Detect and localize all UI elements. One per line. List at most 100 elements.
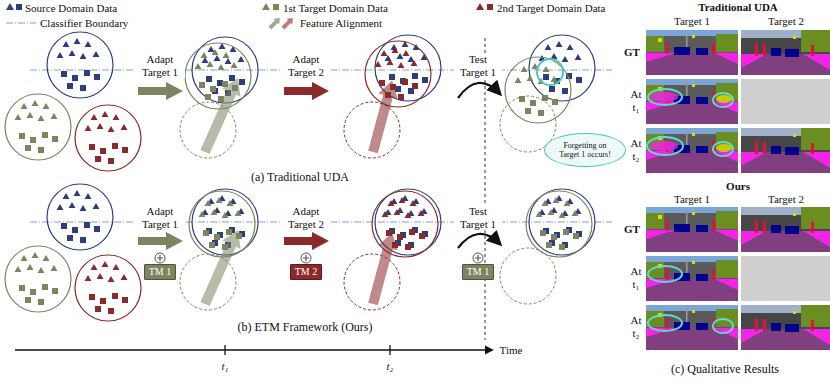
memory-label: TM 1	[467, 266, 490, 278]
target1-cluster	[526, 191, 592, 257]
memory-box: TM 1	[462, 264, 495, 280]
panel-a-artwork	[5, 32, 612, 171]
memory-label: TM 2	[295, 266, 318, 278]
adapt-arrow	[284, 82, 329, 100]
step-label: Adapt Target 1	[135, 53, 185, 78]
column-group-title: Ours	[726, 180, 750, 193]
column-group-title: Traditional UDA	[698, 1, 778, 14]
target1-cluster	[5, 94, 71, 160]
target2-cluster	[372, 191, 438, 257]
source-triangle	[6, 3, 14, 10]
target1-cluster	[505, 57, 571, 123]
segmentation-image	[646, 30, 738, 75]
panel-caption: (c) Qualitative Results	[671, 363, 779, 377]
target2-cluster	[75, 105, 141, 171]
highlight-ellipse	[713, 93, 733, 107]
segmentation-image	[646, 79, 738, 124]
feature-alignment-arrow	[196, 226, 247, 308]
plus-symbol	[473, 253, 483, 263]
step-label: Adapt Target 2	[281, 53, 331, 78]
source-cluster	[47, 184, 113, 250]
panel-caption: (b) ETM Framework (Ours)	[238, 321, 373, 335]
highlight-ellipse	[713, 319, 733, 333]
target1-cluster	[5, 246, 71, 312]
alignment-sample	[267, 15, 283, 31]
segmentation-image	[741, 305, 830, 350]
row-label: At t₁	[628, 265, 644, 290]
segmentation-image	[741, 207, 830, 252]
empty-image	[741, 256, 830, 301]
alignment-sample	[280, 15, 296, 31]
target2-cluster	[75, 255, 141, 321]
time-tick	[224, 345, 225, 355]
previous-position	[500, 248, 556, 304]
target2-cluster	[365, 41, 431, 107]
row-label: At t₂	[628, 314, 644, 339]
segmentation-image	[646, 256, 738, 301]
callout-ellipse: Forgetting on Target 1 occurs!	[544, 133, 625, 167]
source-cluster	[529, 35, 595, 101]
empty-image	[741, 79, 830, 124]
source-cluster	[47, 32, 113, 98]
legend-text: Source Domain Data	[25, 2, 117, 15]
highlight-ellipse	[713, 142, 733, 156]
row-label: At t₂	[628, 137, 644, 162]
step-label: Test Target 1	[454, 205, 502, 230]
step-label: Adapt Target 2	[281, 205, 331, 230]
qualitative-results	[646, 30, 830, 350]
plus-symbol	[155, 253, 165, 263]
panel-caption: (a) Traditional UDA	[251, 171, 349, 185]
segmentation-image	[646, 128, 738, 173]
highlight-ellipse	[647, 137, 683, 155]
column-header: Target 1	[674, 15, 710, 28]
axis-label: Time	[500, 344, 523, 357]
time-tick-label: t₂	[387, 360, 394, 373]
highlight-ellipse	[648, 89, 682, 105]
target1-square	[273, 4, 279, 10]
row-label: At t₁	[628, 88, 644, 113]
column-header: Target 2	[768, 15, 804, 28]
time-tick	[389, 345, 390, 355]
target1-cluster	[189, 191, 255, 257]
panel-b-artwork	[5, 184, 612, 321]
legend-text: Feature Alignment	[300, 17, 382, 30]
legend-text: 2nd Target Domain Data	[497, 2, 606, 15]
feature-alignment-arrow	[196, 74, 247, 156]
source-square	[16, 4, 22, 10]
callout-text: Forgetting on Target 1 occurs!	[556, 141, 614, 159]
step-label: Adapt Target 1	[135, 205, 185, 230]
memory-box: TM 1	[144, 264, 177, 280]
plus-symbol	[301, 253, 311, 263]
target2-triangle	[476, 3, 484, 10]
test-arrow	[458, 234, 500, 248]
column-header: Target 1	[674, 193, 710, 206]
adapt-arrow	[138, 232, 183, 250]
time-tick-label: t₁	[222, 360, 229, 373]
segmentation-image	[741, 30, 830, 75]
memory-label: TM 1	[149, 266, 172, 278]
forgetting-highlight	[537, 59, 563, 85]
feature-alignment-arrow	[363, 78, 401, 155]
target2-square	[487, 4, 493, 10]
step-label: Test Target 1	[454, 53, 502, 78]
adapt-arrow	[138, 82, 183, 100]
highlight-ellipse	[648, 315, 682, 331]
legend-text: 1st Target Domain Data	[283, 2, 388, 15]
test-divider	[485, 38, 486, 340]
segmentation-image	[646, 207, 738, 252]
row-label: GT	[624, 46, 640, 59]
highlight-ellipse	[648, 266, 682, 282]
time-axis	[15, 349, 492, 350]
target1-triangle	[262, 3, 270, 10]
column-header: Target 2	[768, 193, 804, 206]
adapt-arrow	[284, 232, 329, 250]
test-arrow	[458, 83, 500, 98]
legend-text: Classifier Boundary	[40, 17, 128, 30]
boundary-sample	[6, 22, 36, 23]
segmentation-image	[646, 305, 738, 350]
memory-box: TM 2	[290, 264, 323, 280]
target1-cluster	[185, 43, 251, 109]
segmentation-image	[741, 128, 830, 173]
feature-alignment-arrow	[363, 230, 401, 307]
